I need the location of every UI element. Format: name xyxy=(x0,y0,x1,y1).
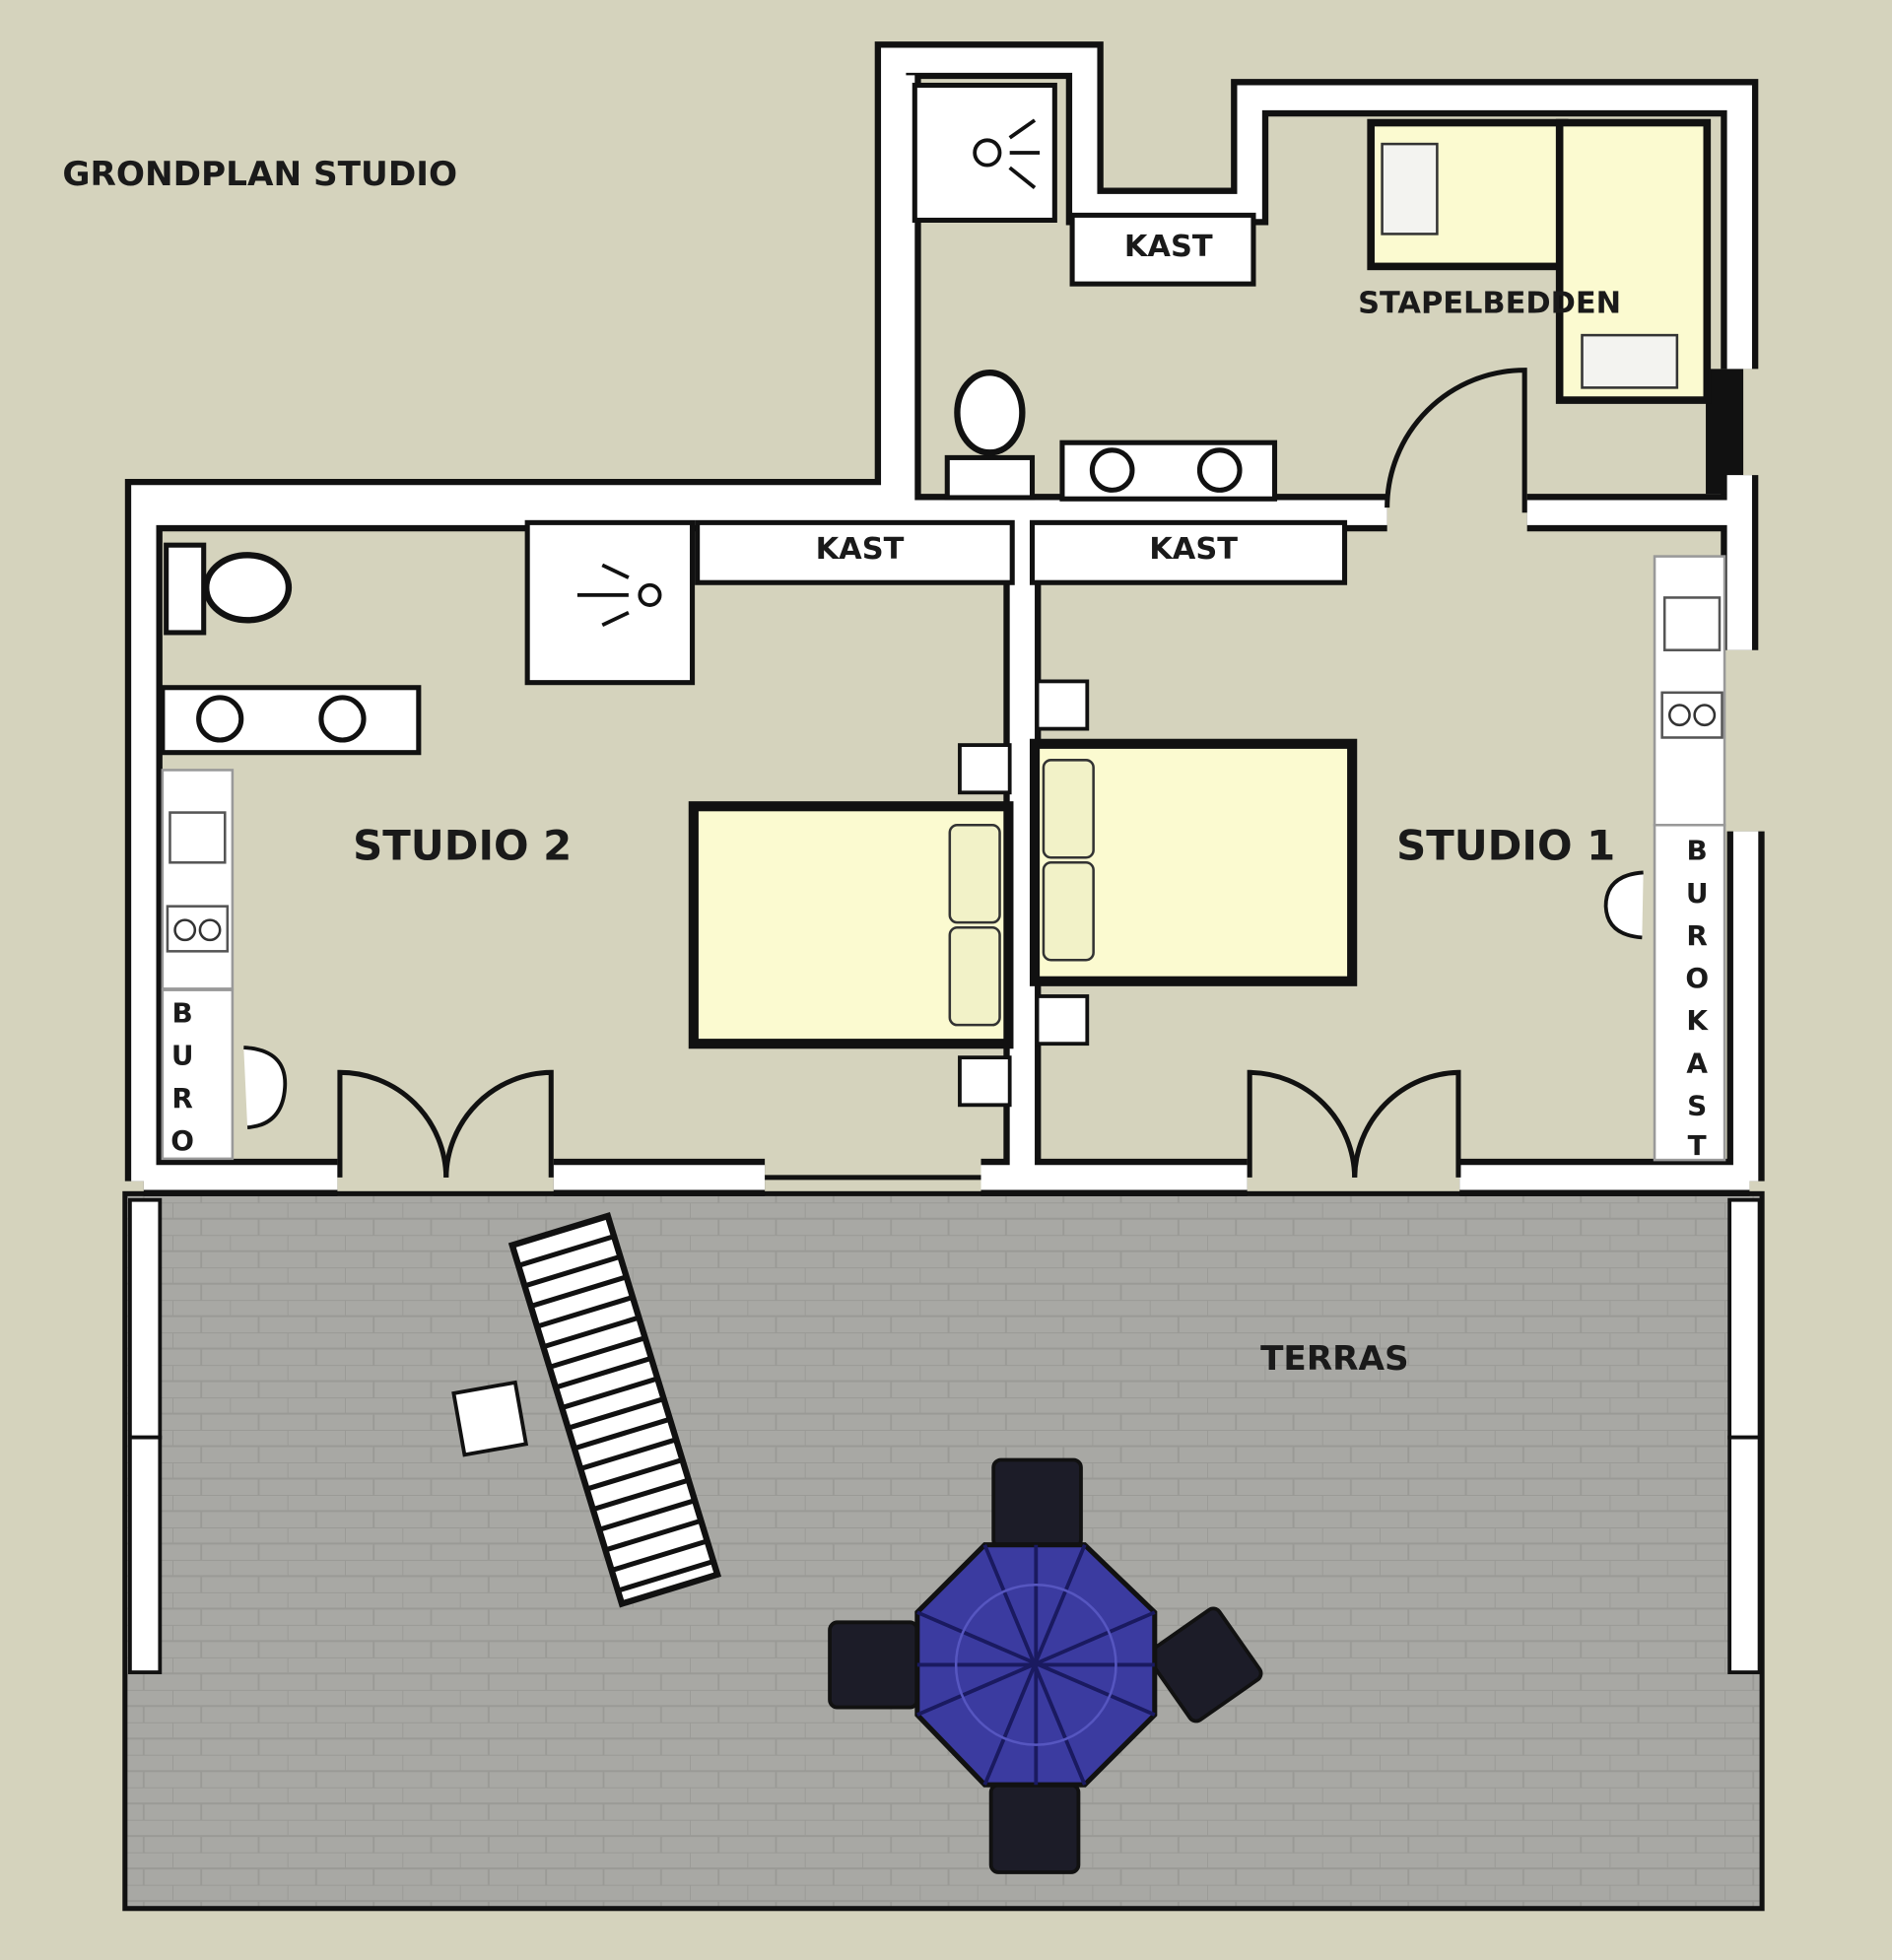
bed-studio2 xyxy=(688,743,1014,1108)
burokast-letter: U xyxy=(1686,877,1709,910)
burokast-letter: S xyxy=(1687,1089,1707,1121)
room-label-terras: TERRAS xyxy=(1260,1339,1409,1379)
plan-title: GRONDPLAN STUDIO xyxy=(62,155,457,194)
terrace xyxy=(122,1190,1765,1912)
patio-chairs xyxy=(828,1457,1263,1874)
toilet-top xyxy=(944,370,1036,501)
kitchen-studio1 xyxy=(1653,555,1726,827)
burokast-studio1: B U R O K A S T xyxy=(1603,823,1726,1162)
kast-studio2-label: KAST xyxy=(816,532,905,567)
toilet-studio2 xyxy=(164,542,293,636)
buro-letter: U xyxy=(171,1040,194,1072)
kast-top: KAST xyxy=(1069,212,1256,287)
burokast-letter: K xyxy=(1686,1004,1709,1037)
buro-studio2: B U R O xyxy=(161,988,288,1161)
shower-top xyxy=(912,82,1057,223)
bunk-beds xyxy=(1367,118,1712,404)
burokast-letter: T xyxy=(1688,1129,1707,1162)
burokast-letter: R xyxy=(1686,919,1707,952)
double-sink-studio2 xyxy=(160,685,422,756)
burokast-letter: A xyxy=(1686,1047,1708,1079)
double-sink-top xyxy=(1059,439,1278,502)
room-label-studio-1: STUDIO 1 xyxy=(1396,822,1615,870)
walls xyxy=(124,41,1765,1196)
parasol xyxy=(914,1542,1158,1788)
kitchen-studio2 xyxy=(161,769,235,990)
burokast-letter: O xyxy=(1685,962,1709,994)
buro-letter: O xyxy=(170,1124,194,1157)
kast-studio2: KAST xyxy=(695,519,1015,585)
shower-studio2 xyxy=(524,519,696,686)
room-label-stapelbedden: STAPELBEDDEN xyxy=(1358,286,1621,320)
kast-top-label: KAST xyxy=(1124,230,1213,264)
side-table xyxy=(451,1380,529,1457)
buro-letter: B xyxy=(172,997,193,1030)
kast-studio1-label: KAST xyxy=(1149,532,1238,567)
burokast-letter: B xyxy=(1687,835,1708,867)
stairs xyxy=(507,1212,722,1608)
buro-letter: R xyxy=(171,1082,192,1115)
room-label-studio-2: STUDIO 2 xyxy=(353,822,572,870)
kast-studio1: KAST xyxy=(1029,519,1348,585)
doors xyxy=(337,368,1527,1178)
bed-studio1 xyxy=(1029,679,1358,1047)
